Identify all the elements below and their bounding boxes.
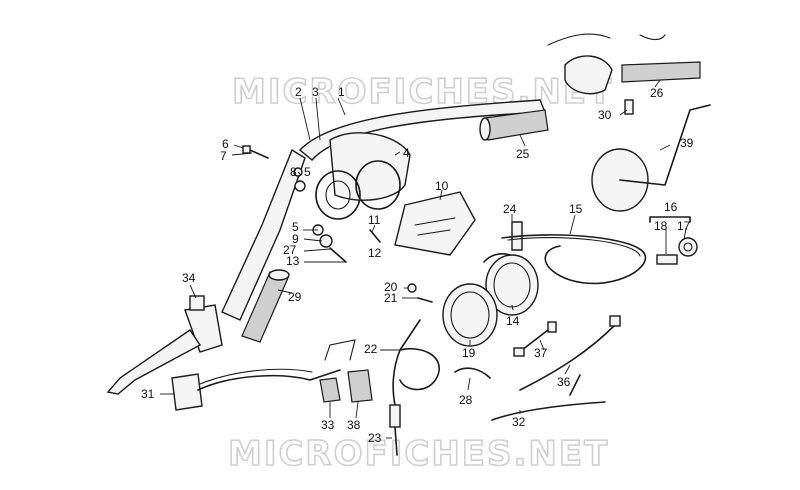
callout-11: 11	[368, 213, 381, 227]
callout-16: 16	[664, 200, 678, 214]
callout-19: 19	[462, 346, 476, 360]
wire-37-part	[513, 321, 557, 357]
callout-38: 38	[347, 418, 361, 432]
callout-31: 31	[141, 387, 155, 401]
callout-29: 29	[288, 290, 302, 304]
watermark-bottom: MICROFICHES.NET	[228, 434, 609, 474]
callout-32: 32	[512, 415, 526, 429]
gauge-14-part	[483, 253, 539, 316]
grip-29-part	[241, 269, 290, 343]
callout-10: 10	[435, 179, 449, 193]
callout-22: 22	[364, 342, 378, 356]
callout-26: 26	[650, 86, 664, 100]
callout-2: 2	[295, 85, 302, 99]
callout-3: 3	[312, 85, 319, 99]
callout-36: 36	[557, 375, 571, 389]
sender-16-part	[649, 216, 698, 265]
callout-34: 34	[182, 271, 196, 285]
clips-part	[407, 283, 433, 303]
callout-20: 20	[384, 280, 398, 294]
callout-24: 24	[503, 202, 517, 216]
leader-lines	[160, 79, 687, 439]
callout-18: 18	[654, 219, 668, 233]
switch-unit-26-part	[547, 33, 701, 115]
callout-25: 25	[516, 147, 530, 161]
cable-15-part	[501, 234, 647, 285]
callout-30: 30	[598, 108, 612, 122]
callout-5a: 5	[304, 165, 311, 179]
connectors-part	[319, 339, 373, 403]
callout-8: 8	[290, 165, 297, 179]
wire-36-part	[519, 315, 621, 391]
callout-13: 13	[286, 254, 300, 268]
watermark-top: MICROFICHES.NET	[232, 72, 613, 112]
callout-17: 17	[677, 219, 691, 233]
grip-25-part	[479, 109, 549, 141]
callout-15: 15	[569, 202, 583, 216]
callout-14: 14	[506, 314, 520, 328]
callout-4: 4	[403, 146, 410, 160]
clip-28-part	[454, 367, 491, 379]
lever-34-part	[106, 295, 223, 395]
callout-37: 37	[534, 346, 548, 360]
callout-23: 23	[368, 431, 382, 445]
callout-39: 39	[680, 136, 694, 150]
callout-6: 6	[222, 137, 229, 151]
instrument-bracket-part	[315, 132, 411, 220]
callout-28: 28	[459, 393, 473, 407]
callout-21: 21	[384, 291, 398, 305]
cover-10-part	[394, 191, 476, 256]
wire-32-part	[491, 374, 606, 421]
callout-7: 7	[220, 149, 227, 163]
mirror-39-part	[591, 104, 711, 212]
callout-5b: 5	[292, 220, 299, 234]
callout-12: 12	[368, 246, 382, 260]
callout-labels: 1 2 3 4 5 5 6 7 8 9 10 11 12 13 14 15 16…	[141, 85, 694, 445]
gauge-19-part	[442, 283, 498, 347]
switch-31-part	[171, 368, 341, 411]
callout-9: 9	[292, 232, 299, 246]
callout-33: 33	[321, 418, 335, 432]
callout-27: 27	[283, 243, 297, 257]
callout-1: 1	[338, 85, 345, 99]
